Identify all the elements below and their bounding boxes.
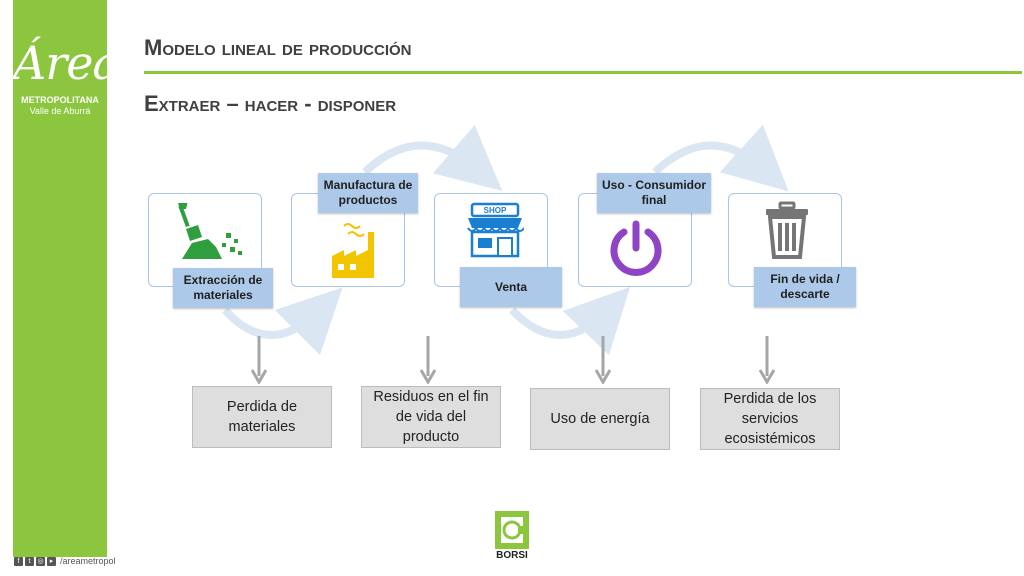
twitter-icon[interactable]: t: [25, 556, 34, 566]
down-arrow-icon: [420, 336, 436, 384]
title-divider: [144, 71, 1022, 74]
stage-label-uso: Uso - Consumidor final: [597, 173, 711, 213]
borsi-logo-text: BORSI: [496, 550, 528, 561]
borsi-logo: BORSI: [494, 510, 530, 564]
instagram-icon[interactable]: ◎: [36, 556, 45, 566]
flow-arc-1-2: [222, 287, 343, 356]
area-logo-script: Área: [13, 36, 120, 90]
sidebar-brand-panel: Área METROPOLITANA Valle de Aburrá: [13, 0, 120, 557]
flow-arc-4-5: [652, 124, 789, 192]
svg-text:SHOP: SHOP: [484, 206, 507, 215]
impact-box-perdida-materiales: Perdida de materiales: [192, 386, 332, 448]
page-title: Modelo lineal de producción: [144, 35, 412, 60]
page-subtitle: Extraer – hacer - disponer: [144, 91, 397, 116]
impact-box-uso-energia: Uso de energía: [530, 388, 670, 450]
down-arrow-icon: [759, 336, 775, 384]
area-logo-line2: Valle de Aburrá: [29, 106, 91, 116]
stage-label-fin-de-vida: Fin de vida / descarte: [754, 267, 856, 307]
stage-label-venta: Venta: [460, 267, 562, 307]
shop-icon: SHOP: [467, 202, 524, 258]
flow-arc-2-3: [362, 124, 503, 191]
borsi-logo-mark-icon: [495, 511, 529, 549]
impact-box-residuos: Residuos en el fin de vida del producto: [361, 386, 501, 448]
stage-label-extraccion: Extracción de materiales: [173, 268, 273, 308]
impact-box-servicios-ecosistemicos: Perdida de los servicios ecosistémicos: [700, 388, 840, 450]
power-icon: [610, 220, 662, 276]
facebook-icon[interactable]: f: [14, 556, 23, 566]
down-arrow-icon: [251, 336, 267, 384]
down-arrow-icon: [595, 336, 611, 384]
stage-label-manufactura: Manufactura de productos: [318, 173, 418, 213]
flow-arc-3-4: [509, 286, 631, 356]
shovel-soil-icon: [178, 203, 242, 259]
social-footer: f t ◎ ▸ /areametropol: [14, 555, 116, 567]
factory-icon: [332, 223, 374, 278]
social-handle: /areametropol: [60, 556, 116, 566]
area-logo-line1: METROPOLITANA: [21, 95, 99, 105]
youtube-icon[interactable]: ▸: [47, 556, 56, 566]
trash-can-icon: [766, 201, 808, 259]
